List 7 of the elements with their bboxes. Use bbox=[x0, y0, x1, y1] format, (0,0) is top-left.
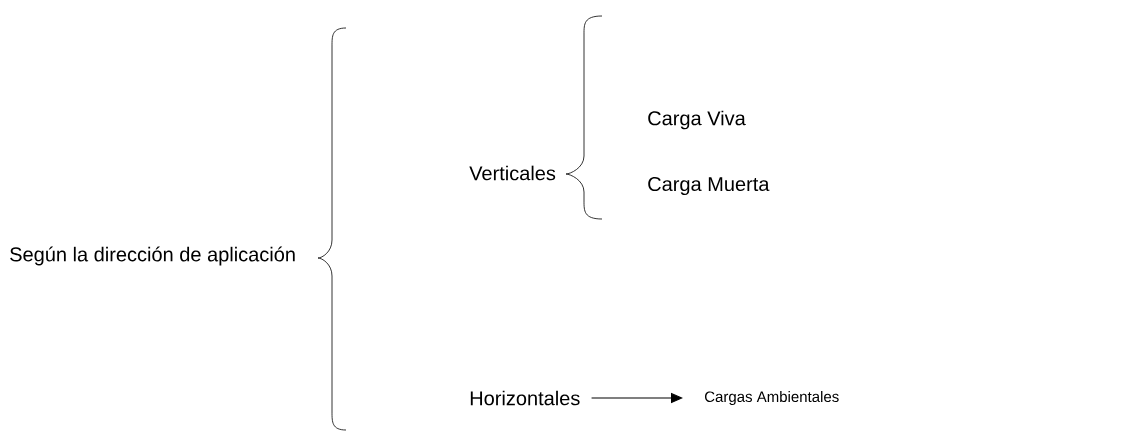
node-label: Carga Muerta bbox=[648, 176, 770, 196]
node-label: Según la dirección de aplicación bbox=[10, 246, 295, 266]
node-label: Carga Viva bbox=[648, 110, 746, 130]
node-label: Verticales bbox=[469, 165, 556, 181]
arrow bbox=[591, 393, 683, 403]
node-label: Horizontales bbox=[470, 390, 580, 406]
node-label: Cargas Ambientales bbox=[705, 391, 839, 405]
